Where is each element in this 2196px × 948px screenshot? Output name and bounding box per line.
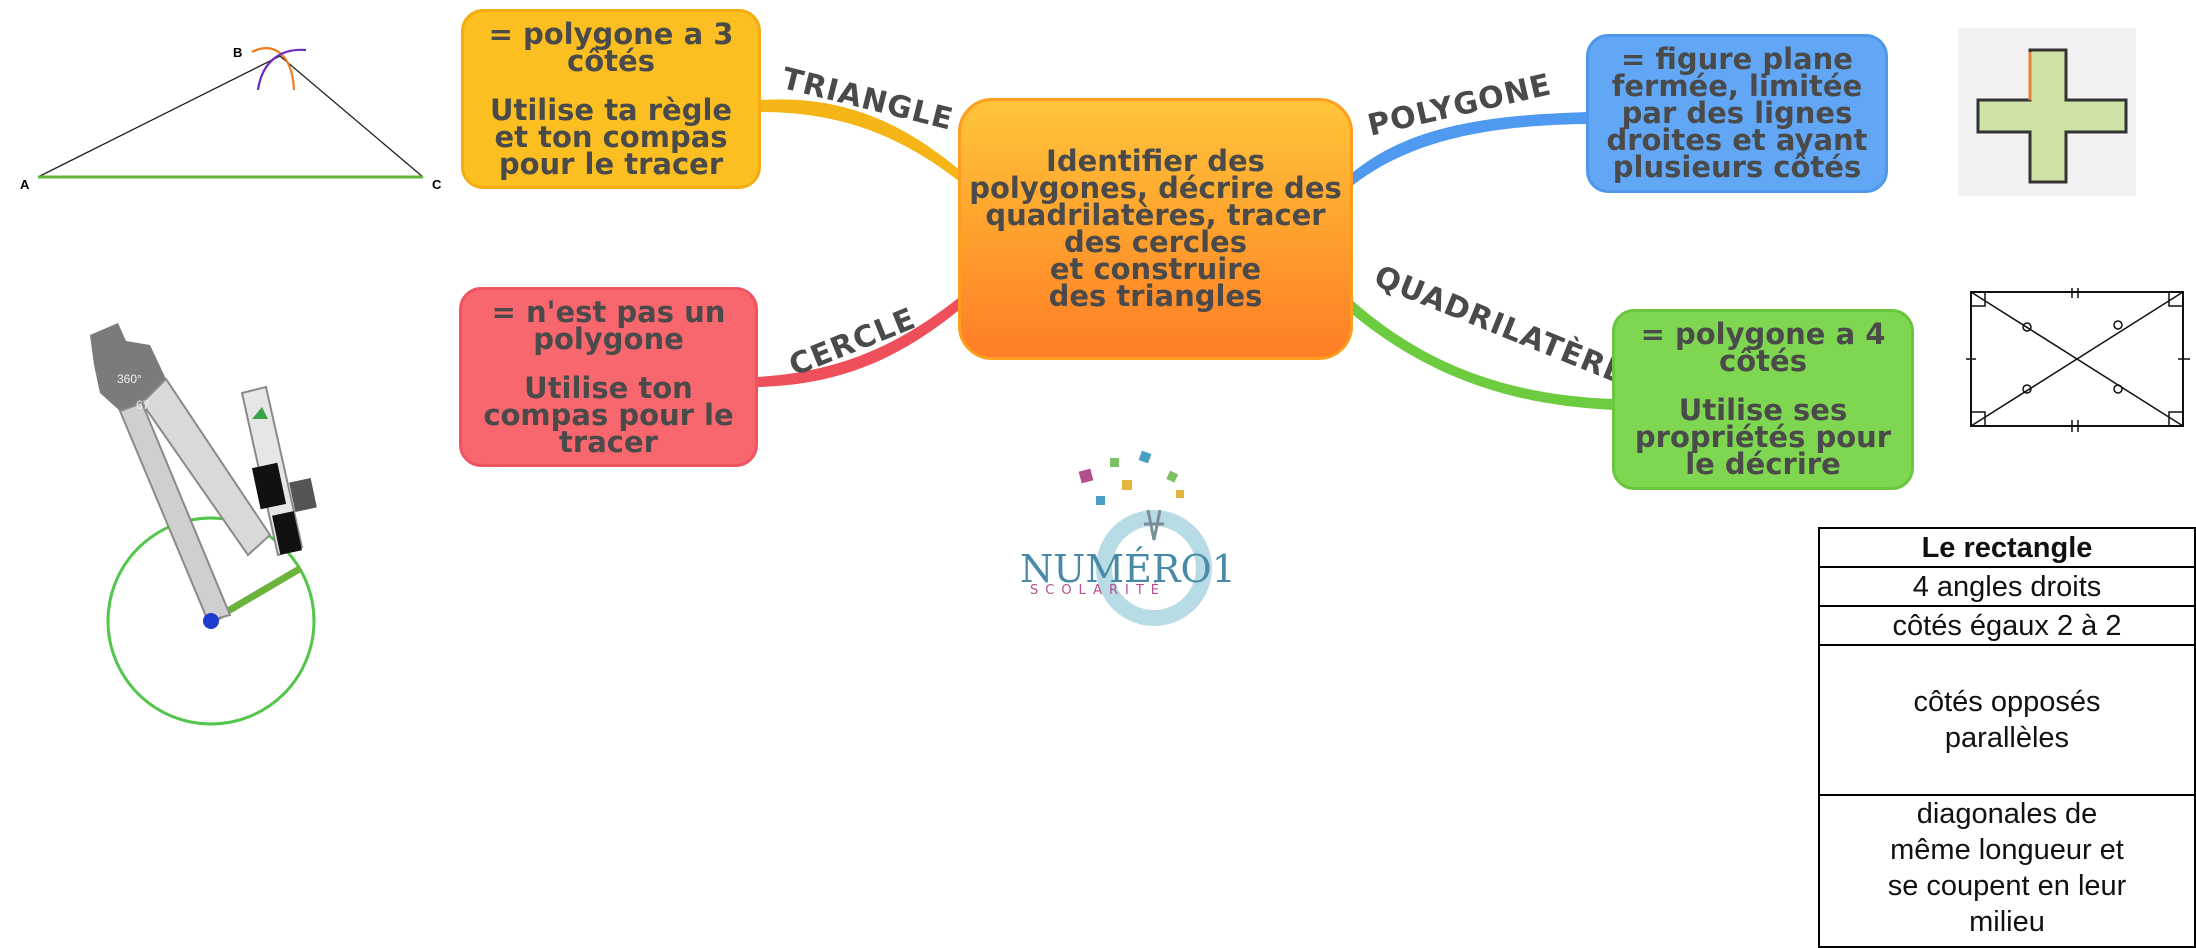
table-row-diagonals-line-4: milieu (1969, 906, 2045, 938)
quadrilatere-definition-line-2: côtés (1719, 344, 1807, 378)
compass-center-point (203, 613, 219, 629)
compass-degrees: 360° (117, 372, 142, 386)
triangle-bubble: = polygone a 3 côtés Utilise ta règle et… (461, 9, 761, 189)
triangle-construction-figure (37, 47, 424, 179)
triangle-tip-line-2: et ton compas (494, 119, 728, 154)
triangle-tip-line-1: Utilise ta règle (489, 92, 733, 127)
table-row-diagonals-line-1: diagonales de (1916, 798, 2098, 830)
compass-illustration: 360° 67 (90, 323, 317, 726)
table-header: Le rectangle (1818, 527, 2196, 568)
cercle-definition-line-1: = n'est pas un (491, 294, 726, 329)
cercle-definition-line-2: polygone (533, 321, 684, 356)
cercle-bubble: = n'est pas un polygone Utilise ton comp… (459, 287, 758, 467)
rectangle-diagonals-figure (1966, 288, 2190, 432)
polygone-bubble: = figure plane fermée, limitée par des l… (1586, 34, 1888, 193)
quadrilatere-tip-line-1: Utilise ses (1678, 393, 1848, 427)
compass-arc-orange (251, 47, 296, 91)
central-line-3: quadrilatères, tracer (985, 198, 1326, 232)
table-row-sides-equal: côtés égaux 2 à 2 (1818, 605, 2196, 646)
central-line-4: des cercles (1063, 225, 1247, 259)
rectangle-properties-table: Le rectangle 4 angles droits côtés égaux… (1818, 527, 2196, 948)
point-a-label: A (20, 177, 30, 192)
table-row-diagonals-line-3: se coupent en leur (1887, 870, 2127, 902)
polygone-line-1: = figure plane (1621, 42, 1853, 76)
central-line-6: des triangles (1048, 279, 1263, 313)
point-c-label: C (432, 177, 442, 192)
compass-arc-purple (256, 48, 307, 91)
central-line-5: et construire (1049, 252, 1262, 286)
numero1-logo-graphic (1078, 450, 1212, 626)
table-row-parallel: côtés opposés parallèles (1818, 644, 2196, 796)
cross-polygon-figure (1976, 48, 2128, 184)
quadrilatere-tip-line-2: propriétés pour (1634, 420, 1892, 454)
quadrilatere-definition-line-1: = polygone a 4 (1640, 317, 1886, 351)
table-row-angles: 4 angles droits (1818, 566, 2196, 607)
polygone-line-4: droites et ayant (1606, 123, 1868, 157)
polygone-line-3: par des lignes (1621, 96, 1853, 130)
triangle-definition-line-2: côtés (567, 43, 655, 78)
triangle-tip-line-3: pour le tracer (498, 146, 724, 181)
central-line-2: polygones, décrire des (969, 171, 1342, 205)
cercle-tip-line-3: tracer (559, 424, 658, 459)
table-row-diagonals: diagonales de même longueur et se coupen… (1818, 794, 2196, 948)
logo-main-text: NUMÉRO1 (1020, 547, 1236, 591)
compass-value: 67 (136, 398, 150, 412)
quadrilatere-bubble: = polygone a 4 côtés Utilise ses proprié… (1612, 309, 1914, 490)
triangle-definition-line-1: = polygone a 3 (488, 16, 734, 51)
table-row-diagonals-line-2: même longueur et (1890, 834, 2124, 866)
table-row-parallel-line-2: parallèles (1944, 722, 2070, 754)
point-b-label: B (233, 45, 243, 60)
cercle-tip-line-1: Utilise ton (524, 370, 693, 405)
cercle-tip-line-2: compas pour le (483, 397, 734, 432)
polygone-line-2: fermée, limitée (1611, 69, 1863, 103)
cercle-branch (757, 295, 964, 387)
triangle-branch (760, 99, 962, 182)
quadrilatere-branch (1352, 300, 1614, 410)
central-line-1: Identifier des (1046, 144, 1265, 178)
polygone-branch (1352, 112, 1588, 186)
central-topic: Identifier des polygones, décrire des qu… (958, 98, 1353, 360)
quadrilatere-tip-line-3: le décrire (1685, 447, 1841, 481)
table-row-parallel-line-1: côtés opposés (1913, 686, 2101, 718)
logo-sub-text: SCOLARITÉ (1030, 583, 1167, 598)
polygone-line-5: plusieurs côtés (1612, 150, 1862, 184)
drawn-circle (106, 516, 316, 726)
